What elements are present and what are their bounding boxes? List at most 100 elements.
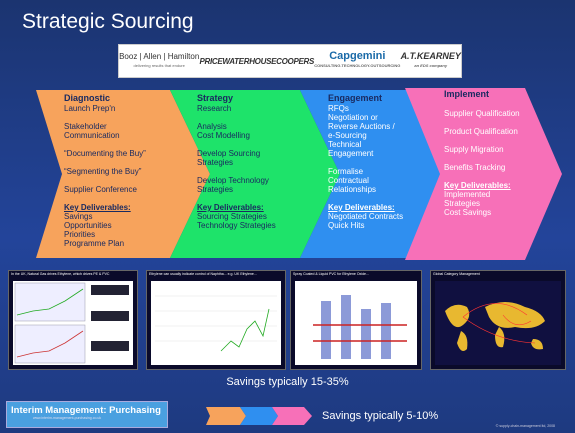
stage-line: Implemented [444, 190, 491, 199]
stage-line [197, 140, 297, 149]
stage-line: Supplier Conference [64, 185, 137, 194]
stage-line: Contractual [328, 176, 369, 185]
capgemini-logo-text: Capgemini [329, 50, 386, 62]
thumbnail-title: Global Category Management [433, 272, 480, 276]
stage-line [197, 194, 297, 203]
example-slides-row: In the UK, Natural Gas drives Ethylene, … [8, 270, 568, 370]
savings-typical-range: Savings typically 15-35% [226, 376, 349, 388]
diagnostic-deliverables-label: Key Deliverables: [64, 203, 131, 212]
stage-line: Strategies [197, 185, 234, 194]
capgemini-tagline: CONSULTING.TECHNOLOGY.OUTSOURCING [314, 63, 401, 68]
stage-line: Analysis [197, 122, 227, 131]
thumbnail-map-image [435, 281, 561, 365]
stage-line: Develop Sourcing [197, 149, 261, 158]
badge-title: Interim Management: Purchasing [11, 405, 161, 416]
interim-management-badge[interactable]: Interim Management: Purchasing www.inter… [6, 401, 168, 428]
stage-line [64, 140, 174, 149]
stage-line [197, 113, 297, 122]
stage-line: Stakeholder [64, 122, 107, 131]
stage-line: Negotiated Contracts [328, 212, 404, 221]
mini-pink-chevron [272, 407, 312, 425]
stage-line: Cost Savings [444, 208, 492, 217]
thumbnail-chart-image [151, 281, 281, 365]
stage-line: Launch Prep'n [64, 104, 116, 113]
thumbnail-chart-image [295, 281, 417, 365]
strategy-heading: Strategy [197, 93, 234, 103]
diagnostic-heading: Diagnostic [64, 93, 111, 103]
badge-url[interactable]: www.interim-management-purchasing.co.uk [33, 416, 102, 420]
stage-line: Cost Modelling [197, 131, 250, 140]
page-title: Strategic Sourcing [22, 10, 194, 33]
stage-line [197, 167, 297, 176]
stage-line: Formalise [328, 167, 364, 176]
copyright-notice: © supply-chain-management ltd, 2008 [495, 424, 555, 428]
stage-line: Strategies [444, 199, 481, 208]
stage-line: Quick Hits [328, 221, 365, 230]
thumbnail-pvc-ethylene-oxide: Spray Coated & Liquid PVC for Ethylene O… [290, 270, 422, 370]
thumbnail-title: In the UK, Natural Gas drives Ethylene, … [11, 272, 110, 276]
chevron-shapes [36, 88, 562, 260]
mini-chevrons [206, 407, 312, 425]
booz-allen-tagline: delivering results that endure [133, 63, 185, 68]
stage-line: Strategies [197, 158, 234, 167]
engagement-chevron [300, 90, 455, 258]
thumbnail-ethylene-naphtha: Ethylene can usually indicate control of… [146, 270, 286, 370]
stage-line: Sourcing Strategies [197, 212, 267, 221]
stage-line: Research [197, 104, 232, 113]
pwc-logo: PRICEWATERHOUSECOOPERS [199, 56, 315, 66]
implement-items: Supplier Qualification Product Qualifica… [444, 100, 539, 181]
stage-line [444, 136, 539, 145]
stage-line: RFQs [328, 104, 349, 113]
mini-blue-chevron [240, 407, 278, 425]
stage-line: Technology Strategies [197, 221, 276, 230]
thumbnail-graphic [313, 295, 407, 359]
thumbnail-graphic [155, 295, 277, 352]
savings-typical-range-secondary: Savings typically 5-10% [322, 410, 439, 422]
stage-line [328, 194, 423, 203]
booz-allen-logo: Booz | Allen | Hamilton delivering resul… [119, 52, 199, 70]
stage-line: “Segmenting the Buy” [64, 167, 142, 176]
stage-line: Product Qualification [444, 127, 518, 136]
implement-deliverables-label: Key Deliverables: [444, 181, 511, 190]
stage-line: Programme Plan [64, 239, 125, 248]
diagnostic-chevron [36, 90, 210, 258]
strategy-deliverables-label: Key Deliverables: [197, 203, 264, 212]
engagement-deliverables-label: Key Deliverables: [328, 203, 395, 212]
stage-line: Negotiation or [328, 113, 378, 122]
stage-line [64, 158, 174, 167]
stage-line: Communication [64, 131, 120, 140]
stage-line [444, 100, 539, 109]
stage-line: Opportunities [64, 221, 112, 230]
thumbnail-graphic [445, 302, 545, 351]
stage-line [64, 113, 174, 122]
implement-heading: Implement [444, 89, 490, 99]
stage-line [444, 172, 539, 181]
stage-line: Relationships [328, 185, 377, 194]
thumbnail-title: Spray Coated & Liquid PVC for Ethylene O… [293, 272, 369, 276]
atkearney-logo-text: A.T.KEARNEY [400, 51, 461, 61]
thumbnail-global-category-management: Global Category Management [430, 270, 566, 370]
stage-line: Supply Migration [444, 145, 504, 154]
stage-line: Benefits Tracking [444, 163, 506, 172]
stage-line [444, 118, 539, 127]
thumbnail-graphic [14, 282, 129, 364]
engagement-heading: Engagement [328, 93, 383, 103]
implement-stage: Implement Supplier Qualification Product… [444, 89, 539, 218]
stage-line: “Documenting the Buy” [64, 149, 146, 158]
atkearney-tagline: an EDS company [414, 63, 448, 68]
booz-allen-logo-text: Booz | Allen | Hamilton [119, 52, 200, 61]
stage-line [328, 158, 423, 167]
stage-line: e-Sourcing [328, 131, 367, 140]
thumbnail-chart-image [13, 281, 133, 365]
stage-line: Supplier Qualification [444, 109, 520, 118]
